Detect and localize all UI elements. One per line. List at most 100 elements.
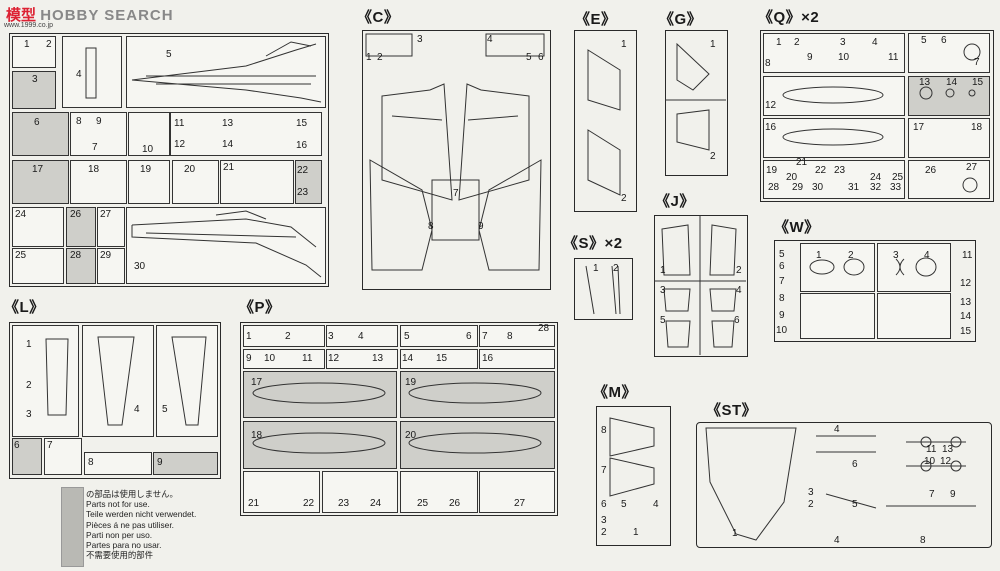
watermark-url: www.1999.co.jp bbox=[4, 22, 54, 29]
part-label-l-9: 9 bbox=[157, 457, 163, 468]
part-label-l-8: 8 bbox=[88, 457, 94, 468]
l-box-6 bbox=[12, 438, 42, 475]
sprue-l-sketch bbox=[45, 336, 207, 426]
part-label-p-17: 17 bbox=[251, 377, 263, 388]
p-box-14-15 bbox=[400, 349, 478, 369]
part-label-c-1: 1 bbox=[366, 52, 372, 63]
q-tank-sketch bbox=[782, 86, 884, 146]
part-label-q-22: 22 bbox=[815, 165, 827, 176]
part-label-q-24: 24 bbox=[870, 172, 882, 183]
part-label-q-31: 31 bbox=[848, 182, 860, 193]
q-wheels-sketch bbox=[919, 43, 981, 193]
sprue-title-w: 《W》 bbox=[774, 219, 820, 236]
part-label-p-21: 21 bbox=[248, 498, 260, 509]
legend-ja: の部品は使用しません。 bbox=[86, 489, 178, 499]
part-label-p-7: 7 bbox=[482, 331, 488, 342]
part-label-unl-12: 12 bbox=[174, 139, 186, 150]
part-label-p-15: 15 bbox=[436, 353, 448, 364]
sprue-title-e: 《E》 bbox=[575, 11, 617, 28]
part-label-p-11: 11 bbox=[302, 353, 313, 364]
part-label-m-5: 5 bbox=[621, 499, 627, 510]
part-label-q-15: 15 bbox=[972, 77, 984, 88]
part-label-w-12: 12 bbox=[960, 278, 972, 289]
l-box-7 bbox=[44, 438, 82, 475]
sprue-e-frame bbox=[574, 30, 637, 212]
part-label-p-14: 14 bbox=[402, 353, 414, 364]
part-label-unl-8: 8 bbox=[76, 116, 82, 127]
sprue-c-frame bbox=[362, 30, 551, 290]
sprue-title-st: 《ST》 bbox=[706, 402, 758, 419]
part-label-q-1: 1 bbox=[776, 37, 782, 48]
part-label-w-5: 5 bbox=[779, 249, 785, 260]
part-label-q-33: 33 bbox=[890, 182, 902, 193]
w-box-empty-left bbox=[800, 293, 875, 339]
part-label-j-4: 4 bbox=[736, 285, 742, 296]
part-label-p-2: 2 bbox=[285, 331, 291, 342]
p-box-27 bbox=[479, 471, 555, 513]
part-label-unl-10: 10 bbox=[142, 144, 154, 155]
part-label-p-1: 1 bbox=[246, 331, 252, 342]
part-label-unl-19: 19 bbox=[140, 164, 152, 175]
part-label-unl-5: 5 bbox=[166, 49, 172, 60]
part-label-unl-3: 3 bbox=[32, 74, 38, 85]
part-label-unl-23: 23 bbox=[297, 187, 309, 198]
legend-de: Teile werden nicht verwendet. bbox=[86, 509, 197, 520]
part-label-c-2: 2 bbox=[377, 52, 383, 63]
part-label-unl-20: 20 bbox=[184, 164, 196, 175]
part-label-unl-30: 30 bbox=[134, 261, 146, 272]
part-label-unl-25: 25 bbox=[15, 250, 27, 261]
part-label-q-29: 29 bbox=[792, 182, 804, 193]
sprue-st-frame bbox=[696, 422, 992, 548]
sprue-title-q: 《Q》×2 bbox=[758, 9, 820, 26]
part-label-q-21: 21 bbox=[796, 157, 808, 168]
part-label-p-18: 18 bbox=[251, 430, 263, 441]
part-box-10 bbox=[128, 112, 170, 156]
part-label-g-1: 1 bbox=[710, 39, 716, 50]
part-label-q-25: 25 bbox=[892, 172, 904, 183]
part-label-m-8: 8 bbox=[601, 425, 607, 436]
part-label-m-7: 7 bbox=[601, 465, 607, 476]
part-label-w-10: 10 bbox=[776, 325, 788, 336]
part-label-c-8: 8 bbox=[428, 221, 434, 232]
sprue-unlabeled-frame bbox=[9, 33, 329, 287]
part-label-q-8: 8 bbox=[765, 58, 771, 69]
part-label-unl-1: 1 bbox=[24, 39, 30, 50]
part-label-e-1: 1 bbox=[621, 39, 627, 50]
part-label-unl-16: 16 bbox=[296, 140, 308, 151]
part-label-w-15: 15 bbox=[960, 326, 972, 337]
part-label-unl-18: 18 bbox=[88, 164, 100, 175]
part-label-w-9: 9 bbox=[779, 310, 785, 321]
part-box-5 bbox=[126, 36, 326, 108]
part-label-unl-2: 2 bbox=[46, 39, 52, 50]
part-label-s-1: 1 bbox=[593, 263, 599, 274]
part-label-j-2: 2 bbox=[736, 265, 742, 276]
part-label-w-1: 1 bbox=[816, 250, 822, 261]
sprue-title-l: 《L》 bbox=[4, 299, 45, 316]
part-label-unl-22: 22 bbox=[297, 165, 309, 176]
part-label-q-11: 11 bbox=[888, 52, 899, 63]
sprue-w-frame bbox=[774, 240, 976, 342]
part-label-q-9: 9 bbox=[807, 52, 813, 63]
part-label-unl-15: 15 bbox=[296, 118, 308, 129]
part-label-q-30: 30 bbox=[812, 182, 824, 193]
p-box-12-13 bbox=[326, 349, 398, 369]
part-label-unl-13: 13 bbox=[222, 118, 234, 129]
part-label-p-26: 26 bbox=[449, 498, 461, 509]
part-label-q-26: 26 bbox=[925, 165, 937, 176]
part-box-17 bbox=[12, 160, 69, 204]
part-box-7-9 bbox=[70, 112, 127, 156]
part-label-l-6: 6 bbox=[14, 440, 20, 451]
part-label-l-5: 5 bbox=[162, 404, 168, 415]
sprue-j-frame bbox=[654, 215, 748, 357]
part-label-p-13: 13 bbox=[372, 353, 384, 364]
part-label-w-14: 14 bbox=[960, 311, 972, 322]
part-label-w-7: 7 bbox=[779, 276, 785, 287]
part-label-p-8: 8 bbox=[507, 331, 513, 342]
part-label-p-24: 24 bbox=[370, 498, 382, 509]
sprue-w-sketch bbox=[809, 257, 937, 277]
part-box-25 bbox=[12, 248, 64, 284]
part-label-unl-14: 14 bbox=[222, 139, 234, 150]
part-box-1-2 bbox=[12, 36, 56, 68]
part-label-p-3: 3 bbox=[328, 331, 334, 342]
p-box-18 bbox=[243, 421, 397, 469]
